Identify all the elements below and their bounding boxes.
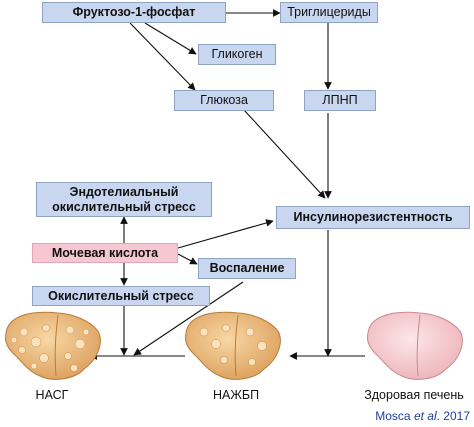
label-nash: НАСГ — [35, 388, 69, 402]
arrow-inflammation-to-nash — [133, 281, 244, 356]
node-fructose-1-phosphate: Фруктозо-1-фосфат — [42, 2, 226, 23]
node-glucose: Глюкоза — [174, 90, 274, 111]
node-triglycerides: Триглицериды — [280, 2, 378, 23]
arrow-uric-acid-to-insulin-resistance — [177, 219, 274, 249]
node-ldl: ЛПНП — [304, 90, 376, 111]
arrow-uric-acid-to-inflammation — [177, 253, 198, 265]
node-insulin-resistance: Инсулинорезистентность — [276, 206, 470, 229]
label-healthy-liver: Здоровая печень — [364, 388, 464, 402]
liver-healthy — [367, 311, 463, 380]
arrow-fructose-to-glucose — [129, 22, 196, 91]
node-uric-acid: Мочевая кислота — [32, 243, 178, 263]
node-endothelial-oxidative-stress: Эндотелиальный окислительный стресс — [36, 182, 212, 217]
arrow-fructose-to-glycogen — [144, 22, 197, 55]
node-glycogen: Гликоген — [198, 44, 276, 65]
citation-year: . 2017 — [436, 409, 470, 423]
liver-nafld — [185, 311, 281, 380]
citation-etal: et al — [413, 409, 437, 423]
node-inflammation: Воспаление — [198, 258, 296, 279]
liver-nash — [5, 311, 101, 380]
label-nafld: НАЖБП — [212, 388, 260, 402]
citation: Mosca et al. 2017 — [340, 409, 470, 423]
arrow-glucose-to-insulin-resistance — [243, 109, 326, 199]
node-oxidative-stress: Окислительный стресс — [32, 286, 210, 306]
node-endothelial-line1: Эндотелиальный — [69, 185, 179, 200]
citation-author: Mosca — [375, 409, 414, 423]
node-endothelial-line2: окислительный стресс — [52, 199, 196, 214]
